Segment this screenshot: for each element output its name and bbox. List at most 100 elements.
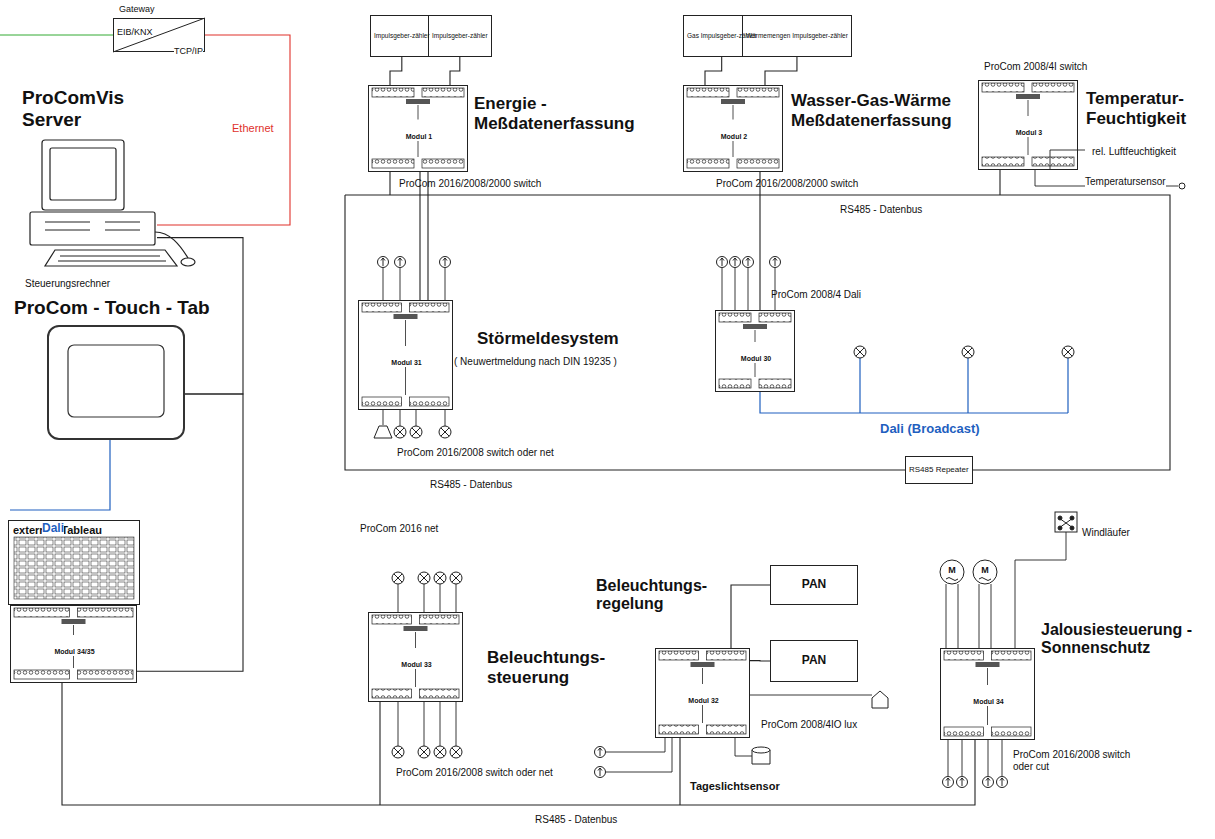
dali-wire	[760, 358, 1068, 413]
node-text: PAN	[802, 578, 826, 592]
pulse-meter: Impulsgeber-zähler	[370, 15, 434, 57]
presence-sensor	[872, 691, 888, 708]
label-slot: ProCom 2016 net	[360, 518, 480, 536]
terminal-strip	[420, 689, 460, 698]
terminal-strip	[372, 615, 412, 624]
status-led-bar	[404, 626, 428, 631]
motor-letter: M	[948, 565, 956, 575]
bus-label: RS485 - Datenbus	[840, 204, 922, 216]
node-text: Temperatur-Feuchtigkeit	[1086, 89, 1211, 128]
sensor-symbol	[378, 257, 1008, 788]
io-module: ProCom 2008/4 DaliModul 30	[715, 310, 795, 392]
node-text: Steuerungsrechner	[25, 278, 155, 290]
daylight-sensor	[752, 747, 770, 753]
server-computer: ProComVis ServerSteuerungsrechner	[20, 140, 157, 245]
bus-connector	[137, 394, 243, 671]
module-divider	[73, 625, 74, 668]
node-text: ProCom 2016/2008 switch oder cut	[1013, 749, 1138, 772]
rs485-bus	[62, 683, 975, 805]
io-module: Beleuchtungs- regelungModul 32ProCom 200…	[655, 648, 750, 738]
device-wires	[398, 702, 456, 746]
lamp-symbol	[394, 426, 406, 438]
bus-connector	[157, 35, 290, 225]
terminal-strip	[687, 88, 729, 97]
computer-icon	[45, 222, 140, 230]
node-text: Jalousiesteuerung - Sonnenschutz	[1041, 621, 1211, 658]
horn-symbol	[374, 426, 392, 438]
module-terminals	[940, 648, 1035, 740]
dali-wire	[10, 440, 110, 510]
label-slot: M	[979, 559, 991, 577]
terminal-strip	[422, 88, 464, 97]
terminal-strip	[78, 608, 134, 617]
ethernet-green-wire	[0, 35, 113, 36]
lamp-symbol	[392, 346, 1074, 758]
tablet-screen	[68, 345, 164, 417]
node-text: Beleuchtungs- regelung	[596, 577, 726, 614]
status-led-bar	[976, 662, 1000, 667]
node-text: Impulsgeber-zähler	[432, 32, 488, 39]
terminal-strip	[372, 689, 412, 698]
motor-symbol	[973, 560, 997, 584]
terminal-strip	[992, 651, 1032, 660]
node-text: externes Tableau	[13, 524, 137, 537]
label-slot: Tageslichtsensor	[690, 776, 810, 794]
sensor-symbol	[983, 777, 994, 788]
node-text: Wärmemengen Impulsgeber-zähler	[746, 32, 848, 39]
computer-icon	[42, 140, 124, 210]
module-divider	[1028, 100, 1029, 155]
io-module: ProCom 2008/4I switchModul 3Temperatur-F…	[978, 80, 1078, 170]
temperature-probe	[1179, 183, 1185, 189]
module-terminals	[978, 80, 1078, 170]
terminal-strip	[737, 88, 779, 97]
terminal-strip	[982, 83, 1024, 92]
pulse-meter: Wärmemengen Impulsgeber-zähler	[742, 15, 852, 57]
label-slot: Dali	[42, 518, 102, 536]
node-text: Modul 34	[973, 698, 1003, 706]
bus-connector	[731, 585, 770, 648]
sensor-symbol	[378, 257, 389, 268]
terminal-strip	[410, 397, 450, 406]
computer-icon	[50, 148, 116, 200]
node-text: ProCom 2016/2008 switch oder net	[397, 447, 617, 459]
motor-symbol	[940, 560, 997, 584]
node-text: ProCom 2008/4 Dali	[771, 289, 901, 301]
touch-panel: ProCom - Touch - Tab	[47, 325, 185, 440]
bus-label: Dali	[42, 522, 64, 536]
io-module: Störmeldesystem( Neuwertmeldung nach DIN…	[358, 300, 453, 410]
terminal-strip	[78, 670, 134, 679]
device-wires	[735, 695, 872, 756]
rs485-bus	[390, 170, 1000, 310]
node-text: Beleuchtungs- steuerung	[487, 648, 622, 687]
node-text: Modul 33	[401, 661, 431, 669]
sensor-symbol	[943, 777, 954, 788]
wind-sensor	[1070, 526, 1074, 530]
label-slot: M	[946, 559, 958, 577]
computer-icon	[181, 258, 195, 266]
sensor-symbol	[730, 257, 741, 268]
rs485-bus	[380, 702, 680, 805]
sensor-label: rel. Luftfeuchtigkeit	[1092, 146, 1176, 158]
terminal-strip	[362, 303, 402, 312]
bus-connector	[750, 660, 770, 662]
wind-sensor	[1055, 512, 1077, 532]
computer-icon	[30, 212, 155, 245]
node-text: ProCom 2008/4I switch	[984, 61, 1134, 73]
module-divider	[733, 105, 734, 157]
terminal-strip	[420, 615, 460, 624]
label-slot: RS485 - Datenbus	[840, 199, 960, 217]
sensor-symbol	[957, 777, 968, 788]
sensor-symbol	[743, 257, 754, 268]
lamp-symbol	[418, 746, 430, 758]
terminal-strip	[1032, 157, 1074, 166]
bus-label: Dali (Broadcast)	[880, 422, 980, 437]
bus-connector	[390, 57, 402, 85]
lamp-symbol	[392, 746, 404, 758]
label-slot: Ethernet	[232, 122, 274, 135]
sensor-symbol	[717, 257, 728, 268]
terminal-strip	[992, 727, 1032, 736]
computer-icon	[58, 256, 166, 261]
device-wires	[398, 584, 456, 612]
wind-sensor	[1055, 512, 1077, 532]
